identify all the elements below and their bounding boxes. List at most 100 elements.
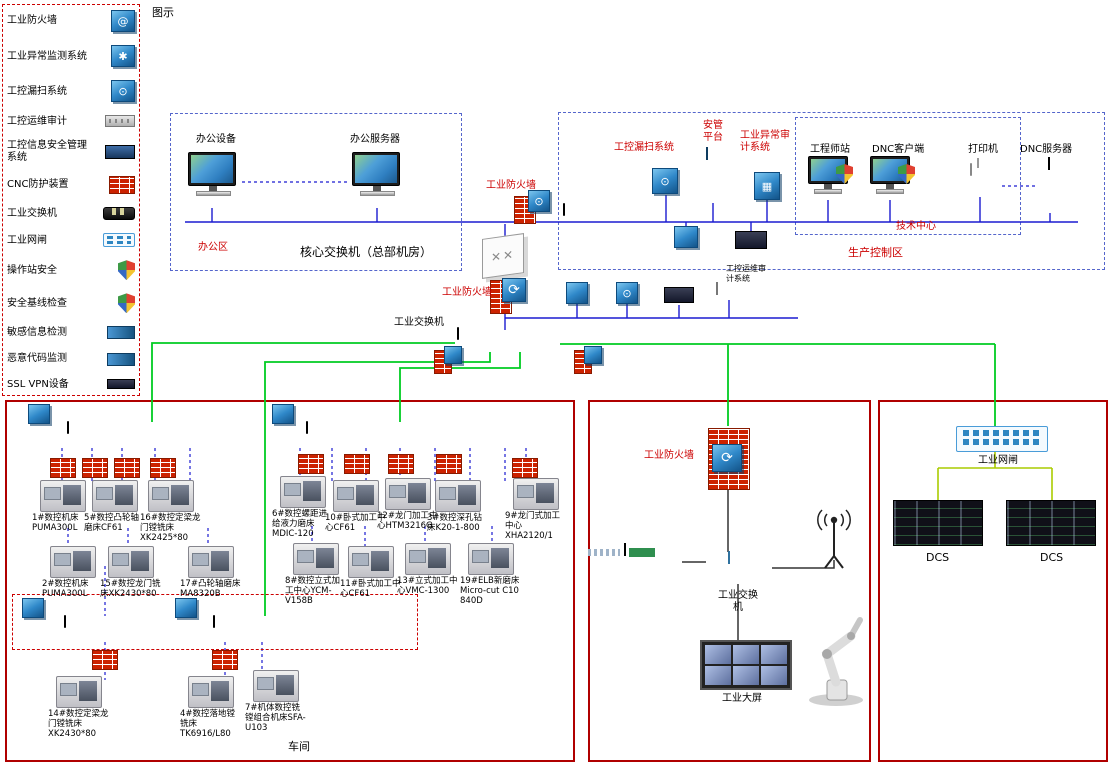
cnc-protection-brick-icon — [512, 458, 538, 478]
legend-item: CNC防护装置 — [7, 175, 135, 194]
cnc-machine: 17#凸轮轴磨床MA8320B — [180, 546, 242, 599]
cnc-machine-icon — [513, 478, 559, 510]
workshop-switch-4-icon — [213, 615, 215, 628]
dnc-server-icon — [1048, 157, 1050, 170]
diagram-title: 图示 — [152, 6, 174, 19]
legend-item: 工业防火墙 — [7, 10, 135, 32]
legend-item-label: 敏感信息检测 — [7, 327, 67, 339]
dcs-rack-icon — [1006, 500, 1096, 546]
cnc-machine-icon — [188, 676, 234, 708]
cnc-machine-icon — [50, 546, 96, 578]
security-mgmt-server-icon — [105, 144, 135, 159]
legend-item-label: 工控漏扫系统 — [7, 85, 67, 97]
cnc-machine-label: 15#数控龙门铣床XK2430*80 — [100, 579, 161, 600]
legend-panel: 工业防火墙 工业异常监测系统 工控漏扫系统 工控运维审计 工控信息安全管理系统 … — [2, 4, 140, 396]
legend-item-label: 工业异常监测系统 — [7, 50, 87, 62]
shield-icon — [836, 164, 853, 184]
middle-firewall-label: 工业防火墙 — [644, 450, 694, 461]
cnc-machine-label: 16#数控定梁龙门镗铣床XK2425*80 — [140, 513, 201, 544]
mid-firewall-cube-icon — [502, 278, 526, 302]
cnc-machine-label: 2#数控机床PUMA300L — [42, 579, 89, 600]
security-device-cube-icon — [566, 282, 588, 304]
robot-arm-icon — [796, 608, 874, 711]
workshop-area-label: 车间 — [288, 740, 310, 753]
cnc-machine: 9#龙门式加工中心XHA2120/1 — [505, 478, 567, 541]
cnc-machine-icon — [188, 546, 234, 578]
cnc-machine: 10#卧式加工中心CF61 — [325, 480, 387, 533]
cnc-machine-label: 9#龙门式加工中心XHA2120/1 — [505, 511, 561, 542]
cnc-protection-brick-icon — [344, 454, 370, 474]
legend-item-label: 工业防火墙 — [7, 15, 57, 27]
cnc-machine: 13#立式加工中心VMC-1300 — [397, 543, 459, 596]
dnc-client-icon — [870, 156, 915, 194]
shield-icon — [898, 164, 915, 184]
cnc-machine-icon — [253, 670, 299, 702]
cnc-machine-label: 4#数控落地镗铣床TK6916/L80 — [180, 709, 236, 740]
legend-item: 安全基线检查 — [7, 293, 135, 314]
cnc-machine: 19#ELB新磨床Micro-cut C10 840D — [460, 543, 522, 606]
cnc-machine-label: 13#立式加工中心VMC-1300 — [397, 576, 458, 597]
tech-center-label: 技术中心 — [896, 221, 936, 232]
office-server-icon — [352, 152, 402, 196]
cnc-machine-icon — [108, 546, 154, 578]
cnc-machine-icon — [333, 480, 379, 512]
office-area-frame — [170, 113, 462, 271]
cnc-machine-label: 7#机体数控铣镗组合机床SFA-U103 — [245, 703, 306, 734]
engineer-station-label: 工程师站 — [810, 144, 850, 155]
core-switch-label: 核心交换机（总部机房） — [300, 245, 433, 259]
cnc-machine-icon — [92, 480, 138, 512]
cnc-machine: 7#机体数控铣镗组合机床SFA-U103 — [245, 670, 307, 733]
cnc-machine: 5#数控凸轮轴磨床CF61 — [84, 480, 146, 533]
baseline-check-shield-icon — [118, 293, 135, 314]
cnc-machine-icon — [385, 478, 431, 510]
legend-item-label: 工业网闸 — [7, 234, 47, 246]
printer-label: 打印机 — [968, 144, 998, 155]
legend-item-label: CNC防护装置 — [7, 179, 69, 191]
gateway-label: 工业网闸 — [978, 455, 1018, 466]
malware-monitor-device-icon — [107, 352, 135, 366]
office-pc-label: 办公设备 — [196, 134, 236, 145]
workshop-firewall-cube-icon — [175, 598, 197, 618]
right-zone-frame — [878, 400, 1108, 762]
legend-item: 工控信息安全管理系统 — [7, 140, 135, 163]
cnc-machine: 15#数控龙门铣床XK2430*80 — [100, 546, 162, 599]
switch-firewall-left-cube-icon — [444, 346, 462, 364]
industrial-switch-icon — [103, 207, 135, 221]
office-area-label: 办公区 — [198, 242, 228, 253]
engineer-station-icon — [808, 156, 853, 194]
legend-item: SSL VPN设备 — [7, 379, 135, 390]
legend-item-label: 操作站安全 — [7, 264, 57, 276]
legend-item-label: 工控信息安全管理系统 — [7, 140, 87, 163]
ssl-vpn-device-icon — [107, 379, 135, 390]
cnc-machine: 2#数控机床PUMA300L — [42, 546, 104, 599]
cnc-machine-label: 17#凸轮轴磨床MA8320B — [180, 579, 241, 600]
legend-item: 工控运维审计 — [7, 115, 135, 128]
cnc-protection-brick-icon — [212, 650, 238, 670]
platform-tower-icon — [706, 147, 708, 160]
cnc-machine-label: 3#数控深孔钻床K20-1-800 — [427, 513, 483, 534]
cnc-machine-label: 6#数控螺距进给液力磨床MDIC-120 — [272, 509, 328, 540]
workshop-firewall-cube-icon — [28, 404, 50, 424]
ops-audit-rack-icon — [105, 115, 135, 128]
cnc-machine: 4#数控落地镗铣床TK6916/L80 — [180, 676, 242, 739]
cnc-machine-icon — [40, 480, 86, 512]
anomaly-audit-cube-icon — [754, 172, 780, 200]
cnc-machine: 14#数控定梁龙门镗铣床XK2430*80 — [48, 676, 110, 739]
bus-firewall-cube-icon — [674, 226, 698, 248]
cnc-protection-brick-icon — [92, 650, 118, 670]
industrial-gateway-icon — [956, 426, 1048, 452]
industrial-screen-label: 工业大屏 — [722, 693, 762, 704]
cnc-machine: 12#龙门加工中心HTM3216G — [377, 478, 439, 531]
industrial-switch-label: 工业交换机 — [394, 317, 444, 328]
workshop-switch-2-icon — [306, 421, 308, 434]
cnc-machine-icon — [405, 543, 451, 575]
office-server-label: 办公服务器 — [350, 134, 400, 145]
top-firewall-cube-icon — [528, 190, 550, 212]
cnc-machine-icon — [468, 543, 514, 575]
cnc-machine-label: 11#卧式加工中心CF61 — [340, 579, 401, 600]
office-pc-icon — [188, 152, 238, 196]
legend-item: 工业网闸 — [7, 233, 135, 248]
backbone-switch-icon — [563, 203, 565, 216]
